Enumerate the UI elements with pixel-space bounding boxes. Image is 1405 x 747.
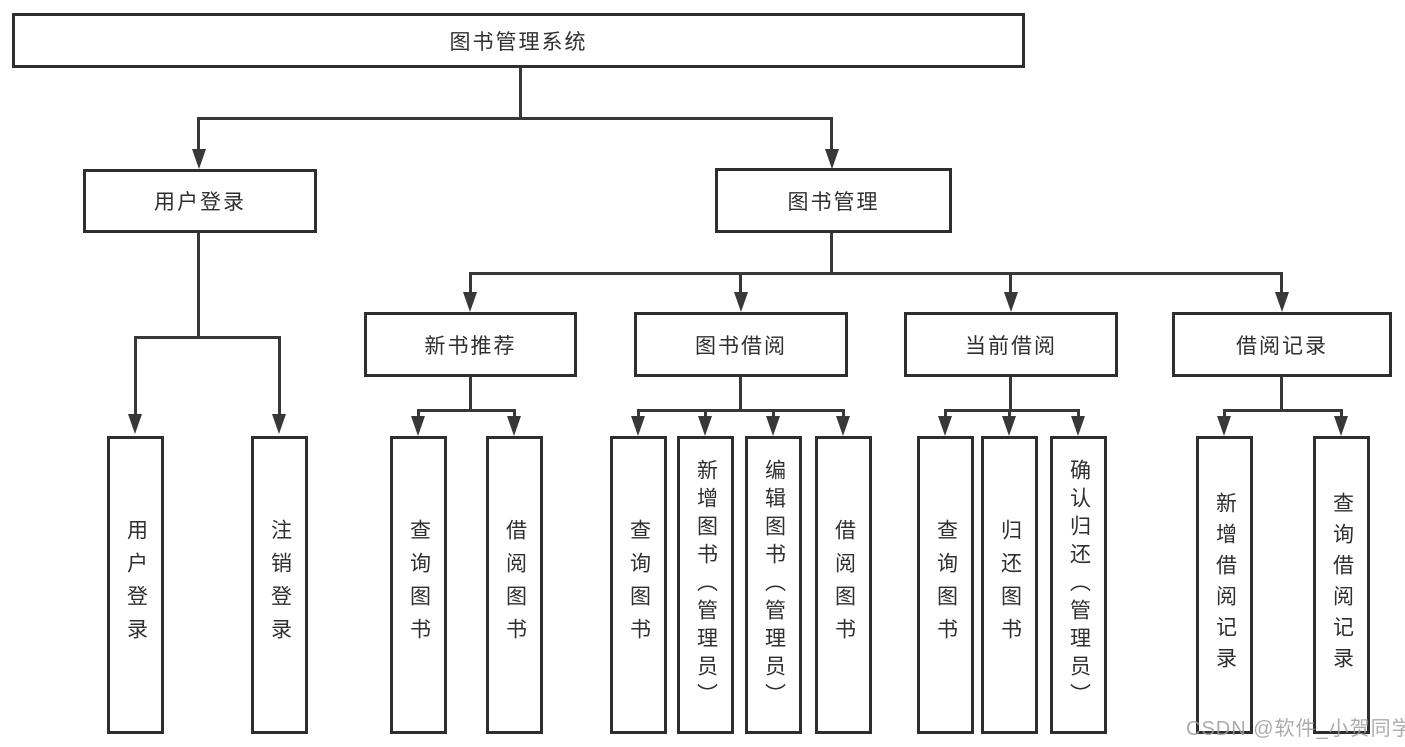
node-label: 图书管理系统 [449,30,588,54]
node-label: 用户登录 [154,191,246,214]
arrow-down-icon [1071,416,1085,436]
connector-group3-stub [1009,377,1012,411]
connector-group2-hline [637,409,845,412]
node-label: 新书推荐 [424,334,517,358]
arrow-down-icon [463,292,477,312]
leaf-label: 新增图书（管理员） [694,459,718,711]
leaf-label: 编辑图书（管理员） [762,459,786,711]
arrow-down-icon [1004,292,1018,312]
arrow-down-icon [1334,416,1348,436]
arrow-down-icon [836,416,850,436]
leaf-label: 注销登录 [268,519,292,651]
connector-group3-hline [944,409,1080,412]
leaf-query-books-current: 查询图书 [917,436,974,734]
leaf-label: 查询图书 [627,519,651,651]
arrow-down-icon [507,416,521,436]
leaf-confirm-return-admin: 确认归还（管理员） [1050,436,1107,734]
arrow-down-icon [1275,292,1289,312]
node-label: 当前借阅 [965,334,1057,358]
arrow-down-icon [1217,416,1231,436]
leaf-add-book-admin: 新增图书（管理员） [677,436,734,734]
leaf-edit-book-admin: 编辑图书（管理员） [745,436,802,734]
node-user-login: 用户登录 [83,169,317,233]
node-book-borrowing: 图书借阅 [634,312,848,377]
arrow-down-icon [698,416,712,436]
leaf-query-borrowing-record: 查询借阅记录 [1313,436,1370,734]
connector-book-management-stub [830,233,833,274]
connector-stem-leaf [1077,409,1080,420]
leaf-borrow-books-recommendation: 借阅图书 [486,436,543,734]
connector-stem-leaf [772,409,775,420]
node-library-management-system: 图书管理系统 [12,13,1025,68]
arrow-down-icon [1002,416,1016,436]
connector-stem-leaf [417,409,420,420]
leaf-return-books: 归还图书 [981,436,1038,734]
connector-root-stub [519,68,522,118]
connector-stem-leaf [278,336,281,416]
leaf-user-login: 用户登录 [107,436,164,734]
connector-stem-leaf [1223,409,1226,420]
leaf-label: 新增借阅记录 [1213,492,1237,678]
connector-stem-book-management [830,117,833,151]
connector-stem-leaf [1008,409,1011,420]
node-new-book-recommendation: 新书推荐 [364,312,577,377]
arrow-down-icon [938,416,952,436]
leaf-label: 借阅图书 [503,519,527,651]
connector-stem-leaf [513,409,516,420]
connector-stem-leaf [134,336,137,416]
leaf-add-borrowing-record: 新增借阅记录 [1196,436,1253,734]
arrow-down-icon [734,292,748,312]
leaf-label: 查询图书 [407,519,431,651]
watermark: CSDN @软件_小贺同学 [1186,718,1405,740]
arrow-down-icon [272,414,286,434]
connector-stem-leaf [1340,409,1343,420]
node-label: 图书管理 [787,190,880,214]
arrow-down-icon [631,416,645,436]
leaf-query-books-borrowing: 查询图书 [610,436,667,734]
node-label: 图书借阅 [695,334,787,358]
leaf-query-books-recommendation: 查询图书 [390,436,447,734]
node-label: 借阅记录 [1236,334,1328,358]
connector-stem-leaf [637,409,640,420]
connector-stem-new-book [469,272,472,294]
connector-group2-stub [739,377,742,411]
connector-stem-leaf [944,409,947,420]
connector-level2-hline [469,272,1283,275]
node-book-management: 图书管理 [715,168,952,233]
connector-level1-hline [197,117,833,120]
connector-stem-leaf [704,409,707,420]
leaf-label: 查询图书 [934,519,958,651]
arrow-down-icon [766,416,780,436]
node-borrowing-records: 借阅记录 [1172,312,1392,377]
leaf-label: 借阅图书 [832,519,856,651]
arrow-down-icon [825,149,839,169]
leaf-logout: 注销登录 [251,436,308,734]
leaf-label: 用户登录 [124,519,148,651]
connector-stem-book-borrowing [739,272,742,294]
connector-stem-current-borrowing [1009,272,1012,294]
connector-group4-stub [1280,377,1283,411]
connector-group1-stub [469,377,472,411]
leaf-borrow-books-borrowing: 借阅图书 [815,436,872,734]
connector-group1-hline [417,409,516,412]
arrow-down-icon [411,416,425,436]
connector-stem-user-login [197,117,200,151]
connector-stem-borrowing-records [1280,272,1283,294]
connector-stem-leaf [842,409,845,420]
connector-user-login-hline [134,336,281,339]
leaf-label: 查询借阅记录 [1330,492,1354,678]
connector-user-login-stub [197,233,200,337]
leaf-label: 确认归还（管理员） [1067,459,1091,711]
arrow-down-icon [192,149,206,169]
arrow-down-icon [128,414,142,434]
connector-group4-hline [1223,409,1343,412]
leaf-label: 归还图书 [998,519,1022,651]
node-current-borrowing: 当前借阅 [904,312,1118,377]
